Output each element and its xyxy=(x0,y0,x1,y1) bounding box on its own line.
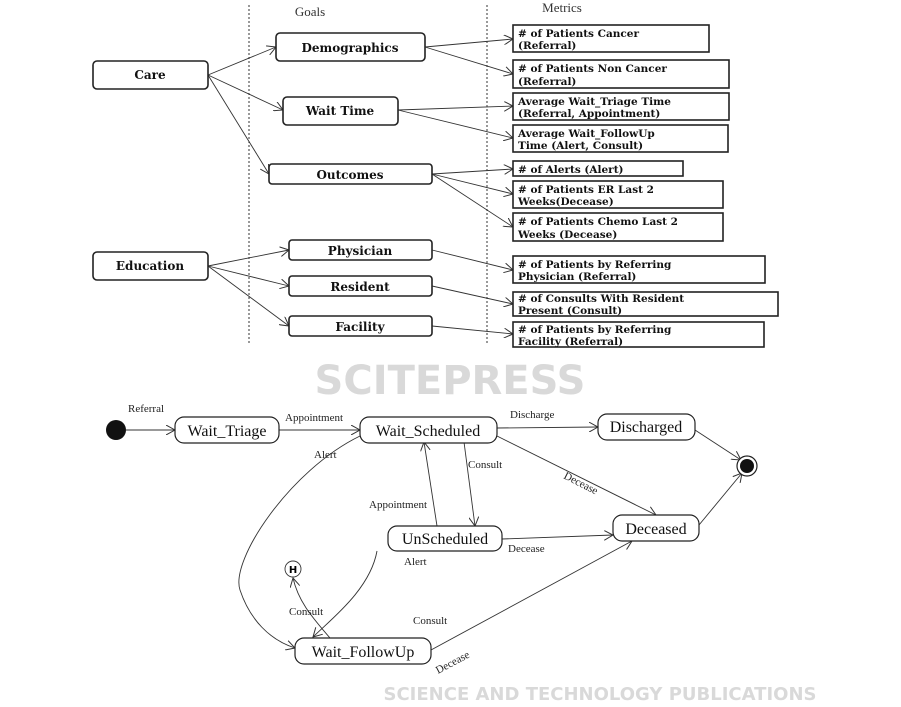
goal-resident: Resident xyxy=(288,275,433,297)
metric-box: Average Wait_Triage Time(Referral, Appoi… xyxy=(512,92,730,121)
svg-text:Wait Time: Wait Time xyxy=(305,104,375,118)
svg-text:Deceased: Deceased xyxy=(625,521,686,538)
svg-text:Average Wait_Triage Time: Average Wait_Triage Time xyxy=(517,96,671,109)
root-education: Education xyxy=(92,251,209,281)
transition-label-appointment: Appointment xyxy=(369,499,427,511)
svg-text:Demographics: Demographics xyxy=(302,41,399,55)
svg-text:UnScheduled: UnScheduled xyxy=(402,531,488,548)
svg-text:(Referral): (Referral) xyxy=(518,40,576,52)
state-wait-followup: Wait_FollowUp xyxy=(294,637,432,665)
transition-label-discharge: Discharge xyxy=(510,409,555,421)
goal-wait-time: Wait Time xyxy=(282,96,399,126)
state-wait-triage: Wait_Triage xyxy=(174,416,280,444)
svg-text:Discharged: Discharged xyxy=(610,419,683,436)
svg-text:H: H xyxy=(289,565,297,576)
svg-text:Wait_FollowUp: Wait_FollowUp xyxy=(312,644,415,661)
svg-text:# of Patients ER Last 2: # of Patients ER Last 2 xyxy=(518,184,654,196)
svg-text:Facility (Referral): Facility (Referral) xyxy=(518,336,623,348)
svg-text:Present (Consult): Present (Consult) xyxy=(518,305,622,317)
transition-label-alert: Alert xyxy=(404,556,427,568)
svg-text:(Referral): (Referral) xyxy=(518,76,576,88)
svg-text:# of Consults With Resident: # of Consults With Resident xyxy=(518,293,684,305)
transitions xyxy=(126,427,742,650)
goal-physician: Physician xyxy=(288,239,433,261)
svg-text:Care: Care xyxy=(134,68,166,82)
svg-text:Resident: Resident xyxy=(330,280,390,294)
watermark: SCITEPRESS SCIENCE AND TECHNOLOGY PUBLIC… xyxy=(315,358,817,705)
initial-state xyxy=(106,420,126,440)
watermark-tagline: SCIENCE AND TECHNOLOGY PUBLICATIONS xyxy=(384,684,817,705)
svg-text:Average Wait_FollowUp: Average Wait_FollowUp xyxy=(517,128,655,141)
transition-label-decease: Decease xyxy=(562,470,600,497)
transition-label-consult: Consult xyxy=(468,459,502,471)
watermark-brand: SCITEPRESS xyxy=(315,358,586,404)
svg-text:# of Patients Cancer: # of Patients Cancer xyxy=(518,28,639,40)
transition-label-appointment: Appointment xyxy=(285,412,343,424)
svg-text:Wait_Triage: Wait_Triage xyxy=(188,423,267,440)
transition-label-alert: Alert xyxy=(314,449,337,461)
svg-text:# of Patients by Referring: # of Patients by Referring xyxy=(518,259,672,271)
transition-label-consult: Consult xyxy=(289,606,323,618)
state-unscheduled: UnScheduled xyxy=(387,525,503,552)
transition-label-consult: Consult xyxy=(413,615,447,627)
metric-box: # of Patients Non Cancer(Referral) xyxy=(512,59,730,89)
state-discharged: Discharged xyxy=(597,413,696,441)
history-state: H xyxy=(284,560,302,578)
goal-outcomes: Outcomes xyxy=(268,163,433,185)
goals-header: Goals xyxy=(295,4,325,19)
svg-text:Wait_Scheduled: Wait_Scheduled xyxy=(376,423,480,440)
metrics-header: Metrics xyxy=(542,0,582,15)
metric-box: # of Alerts (Alert) xyxy=(512,160,684,177)
svg-text:# of Patients Non Cancer: # of Patients Non Cancer xyxy=(518,63,667,75)
transition-label-referral: Referral xyxy=(128,403,164,415)
svg-text:Weeks (Decease): Weeks (Decease) xyxy=(517,229,617,241)
transition-label-decease: Decease xyxy=(434,649,472,677)
metric-box: # of Patients Cancer(Referral) xyxy=(512,24,710,53)
svg-text:# of Alerts (Alert): # of Alerts (Alert) xyxy=(518,164,624,176)
svg-text:Education: Education xyxy=(116,259,184,273)
svg-text:# of Patients Chemo Last 2: # of Patients Chemo Last 2 xyxy=(518,216,678,228)
svg-text:Physician (Referral): Physician (Referral) xyxy=(518,271,636,283)
final-state xyxy=(736,455,758,477)
goal-facility: Facility xyxy=(288,315,433,337)
svg-text:Time (Alert, Consult): Time (Alert, Consult) xyxy=(518,140,643,152)
svg-text:Physician: Physician xyxy=(328,244,393,258)
goal-edges xyxy=(207,39,513,334)
transition-label-decease: Decease xyxy=(508,543,545,555)
svg-text:(Referral, Appointment): (Referral, Appointment) xyxy=(518,108,660,120)
svg-text:# of Patients by Referring: # of Patients by Referring xyxy=(518,324,672,336)
state-wait-scheduled: Wait_Scheduled xyxy=(359,416,498,444)
svg-text:Facility: Facility xyxy=(335,320,385,334)
state-deceased: Deceased xyxy=(612,514,700,542)
svg-text:Weeks(Decease): Weeks(Decease) xyxy=(517,196,614,208)
root-care: Care xyxy=(92,60,209,90)
svg-text:Outcomes: Outcomes xyxy=(316,168,383,182)
goal-demographics: Demographics xyxy=(275,32,426,62)
